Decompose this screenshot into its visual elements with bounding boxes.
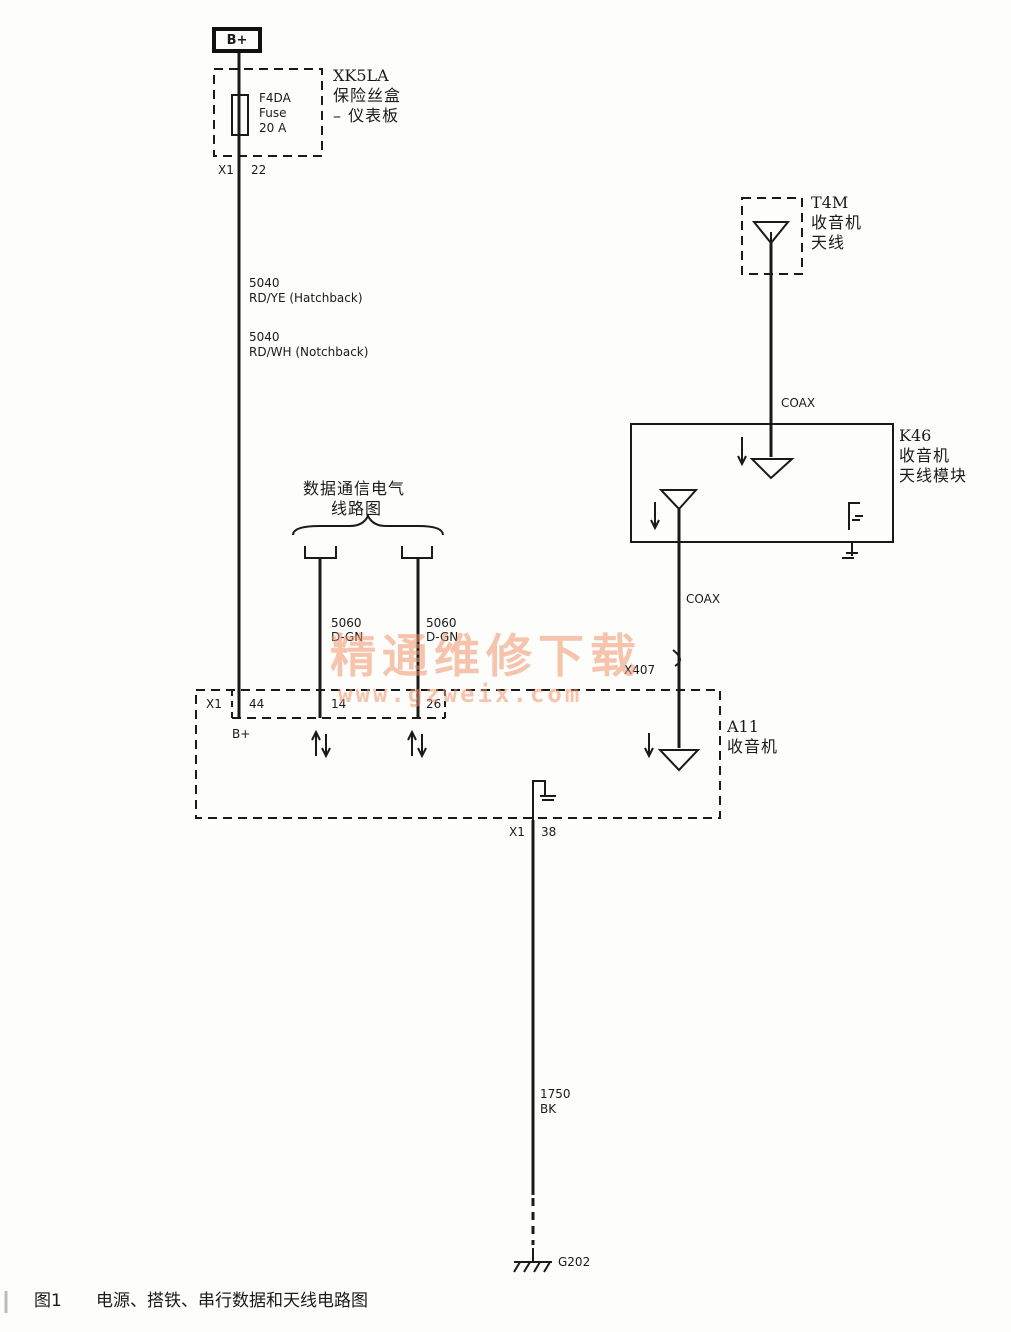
data-wire-left-circuit: 5060	[331, 616, 362, 630]
radio-antenna-icon	[657, 749, 701, 772]
fuse-box-name-2: – 仪表板	[333, 106, 400, 125]
radio-outline	[195, 689, 721, 819]
radio-name: 收音机	[727, 737, 779, 756]
data-ref-line-2: 线路图	[331, 499, 383, 518]
fuse-rating: 20 A	[259, 121, 287, 135]
antenna-name-2: 天线	[811, 233, 846, 252]
figure-number: 图1	[34, 1291, 62, 1311]
radio-ground-icon	[532, 780, 556, 820]
radio-ground-pin: 38	[541, 825, 557, 839]
power-wire-color-1: RD/YE (Hatchback)	[249, 291, 363, 305]
ground-wire-color: BK	[540, 1102, 557, 1116]
data-arrows-right-icon	[407, 729, 427, 759]
radio-pin-power: 44	[249, 697, 265, 711]
connector-x407-icon	[672, 649, 681, 667]
radio-id: A11	[727, 717, 759, 736]
data-wire-right-circuit: 5060	[426, 616, 457, 630]
fuse-box-outline	[213, 68, 323, 157]
antenna-module-outline	[630, 423, 894, 543]
data-ref-line-1: 数据通信电气	[303, 479, 406, 498]
watermark-title: 精通维修下载	[330, 629, 642, 683]
fuse-box-pin: 22	[251, 163, 267, 177]
antenna-icon	[751, 221, 791, 245]
radio-connector: X1	[206, 697, 222, 711]
battery-positive-terminal: B+	[212, 27, 262, 53]
connector-x407-label: X407	[624, 663, 656, 677]
fuse-id: F4DA	[259, 91, 291, 105]
data-ref-bracket	[292, 513, 444, 536]
radio-ground-connector: X1	[509, 825, 525, 839]
battery-label: B+	[226, 32, 248, 48]
data-arrows-left-icon	[311, 729, 331, 759]
radio-pin-data-left: 14	[331, 697, 347, 711]
figure-caption: 电源、搭铁、串行数据和天线电路图	[96, 1291, 368, 1311]
ground-id: G202	[558, 1255, 591, 1269]
fuse-box-name-1: 保险丝盒	[333, 86, 402, 105]
radio-pin-data-right: 26	[426, 697, 442, 711]
power-wire-circuit-1: 5040	[249, 276, 280, 290]
power-wire-circuit-2: 5040	[249, 330, 280, 344]
chassis-ground-icon	[513, 1248, 552, 1273]
fuse-type: Fuse	[259, 106, 287, 120]
data-wire-right-color: D-GN	[426, 630, 459, 644]
coax-label-top: COAX	[781, 396, 816, 410]
module-antenna-in-icon	[749, 458, 795, 480]
data-connector-right	[401, 546, 433, 559]
watermark-url: www.gzweix.com	[338, 680, 583, 708]
ground-wire-circuit: 1750	[540, 1087, 571, 1101]
fuse-box-connector: X1	[218, 163, 234, 177]
radio-power-label: B+	[232, 727, 251, 741]
data-connector-left	[304, 546, 337, 559]
data-wire-left-color: D-GN	[331, 630, 364, 644]
module-antenna-out-icon	[658, 489, 699, 511]
antenna-module-name-2: 天线模块	[899, 466, 968, 485]
fuse-box-id: XK5LA	[333, 66, 389, 85]
antenna-id: T4M	[811, 193, 849, 212]
antenna-name-1: 收音机	[811, 213, 863, 232]
coax-label-bottom: COAX	[686, 592, 721, 606]
antenna-module-name-1: 收音机	[899, 446, 951, 465]
antenna-module-id: K46	[899, 426, 932, 445]
power-wire-color-2: RD/WH (Notchback)	[249, 345, 369, 359]
module-ground-icon	[842, 502, 863, 559]
